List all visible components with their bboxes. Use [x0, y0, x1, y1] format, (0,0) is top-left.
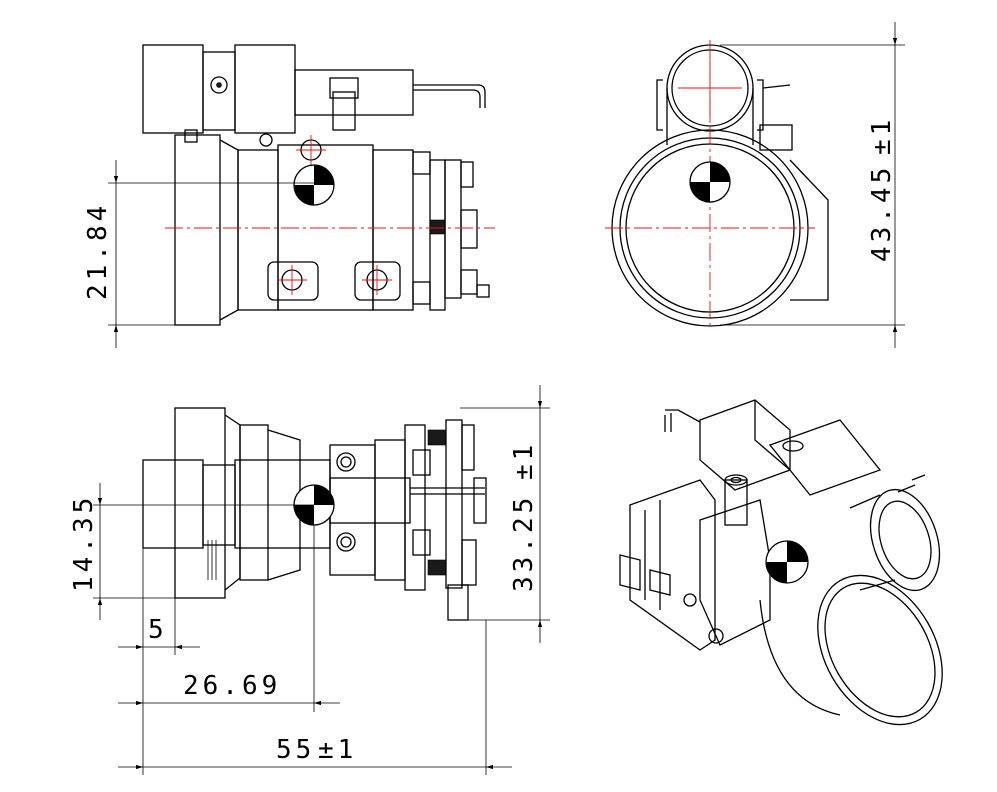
dim-tol-55: ±1 [318, 735, 357, 765]
dimension-33-25: 33.25 ±1 [460, 385, 550, 643]
dim-label-26-69: 26.69 [183, 671, 281, 701]
dim-label-55: 55 [276, 735, 315, 765]
dimension-26-69: 26.69 [118, 525, 340, 712]
dim-label-14-35: 14.35 [69, 494, 99, 592]
dimension-43-45: 43.45 ±1 [720, 22, 905, 348]
dim-tol-43-45: ±1 [867, 116, 897, 155]
dimension-21-84: 21.84 [83, 160, 314, 348]
dim-label-33-25: 33.25 [509, 494, 539, 592]
front-view [605, 40, 829, 330]
dim-label-5: 5 [148, 615, 168, 645]
dimension-5: 5 [118, 548, 200, 775]
top-view [142, 407, 487, 621]
dimension-14-35: 14.35 [69, 483, 314, 620]
dim-label-21-84: 21.84 [83, 202, 113, 300]
side-view [142, 44, 495, 326]
isometric-view [619, 399, 943, 726]
dim-label-43-45: 43.45 [867, 164, 897, 262]
dimension-55: 55 ±1 [118, 620, 512, 775]
dim-tol-33-25: ±1 [509, 441, 539, 480]
